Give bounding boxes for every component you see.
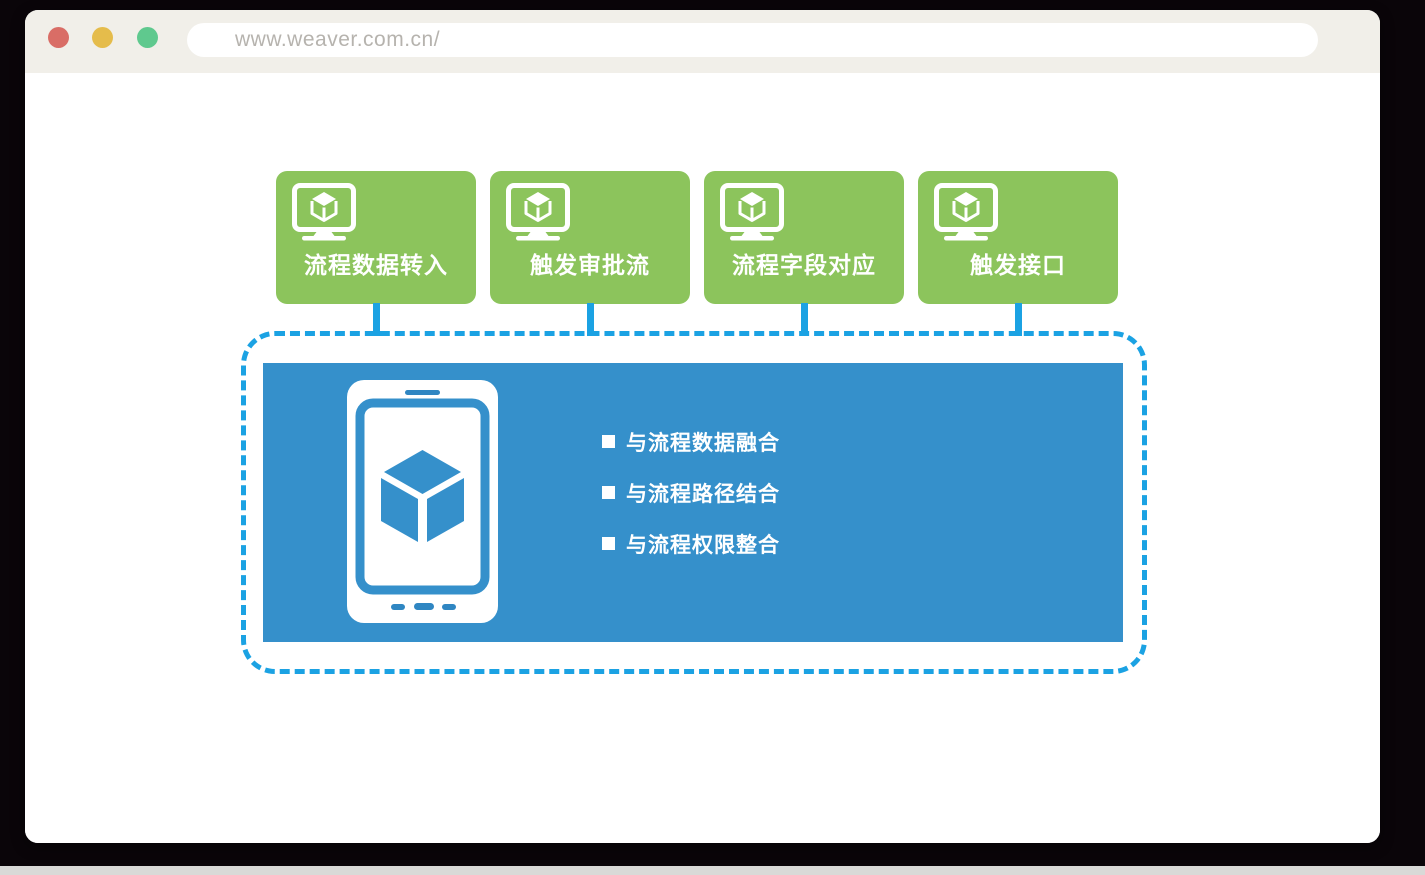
feature-box-workflow-data-import: 流程数据转入 [276,171,476,304]
square-bullet-icon [602,537,615,550]
bullet-text: 与流程权限整合 [626,533,780,557]
feature-box-label: 流程数据转入 [304,252,448,278]
list-item: 与流程权限整合 [602,518,780,569]
bullet-text: 与流程数据融合 [626,431,780,455]
square-bullet-icon [602,486,615,499]
feature-box-label: 流程字段对应 [732,252,876,278]
connector-line [373,303,380,336]
page-content: 流程数据转入 触发审批流 流程字段对应 触发接口 [25,73,1380,843]
browser-toolbar: www.weaver.com.cn/ [25,10,1380,73]
connector-line [801,303,808,336]
feature-box-trigger-approval-flow: 触发审批流 [490,171,690,304]
bottom-edge-strip [0,866,1425,875]
list-item: 与流程数据融合 [602,416,780,467]
list-item: 与流程路径结合 [602,467,780,518]
connector-line [1015,303,1022,336]
integration-dashed-container: 与流程数据融合 与流程路径结合 与流程权限整合 [241,331,1147,674]
monitor-cube-icon [934,183,998,243]
feature-box-label: 触发接口 [970,252,1066,278]
address-bar[interactable]: www.weaver.com.cn/ [187,23,1318,57]
zoom-button[interactable] [137,27,158,48]
bullet-text: 与流程路径结合 [626,482,780,506]
feature-box-trigger-interface: 触发接口 [918,171,1118,304]
monitor-cube-icon [720,183,784,243]
mobile-integration-panel: 与流程数据融合 与流程路径结合 与流程权限整合 [263,363,1123,642]
browser-window: www.weaver.com.cn/ 流程数据转入 触发审批流 流程字段对应 [25,10,1380,843]
smartphone-cube-icon [347,380,498,623]
feature-box-workflow-field-mapping: 流程字段对应 [704,171,904,304]
square-bullet-icon [602,435,615,448]
monitor-cube-icon [506,183,570,243]
address-bar-url: www.weaver.com.cn/ [235,28,441,51]
minimize-button[interactable] [92,27,113,48]
feature-box-label: 触发审批流 [530,252,650,278]
close-button[interactable] [48,27,69,48]
monitor-cube-icon [292,183,356,243]
connector-line [587,303,594,336]
integration-bullet-list: 与流程数据融合 与流程路径结合 与流程权限整合 [602,416,780,569]
